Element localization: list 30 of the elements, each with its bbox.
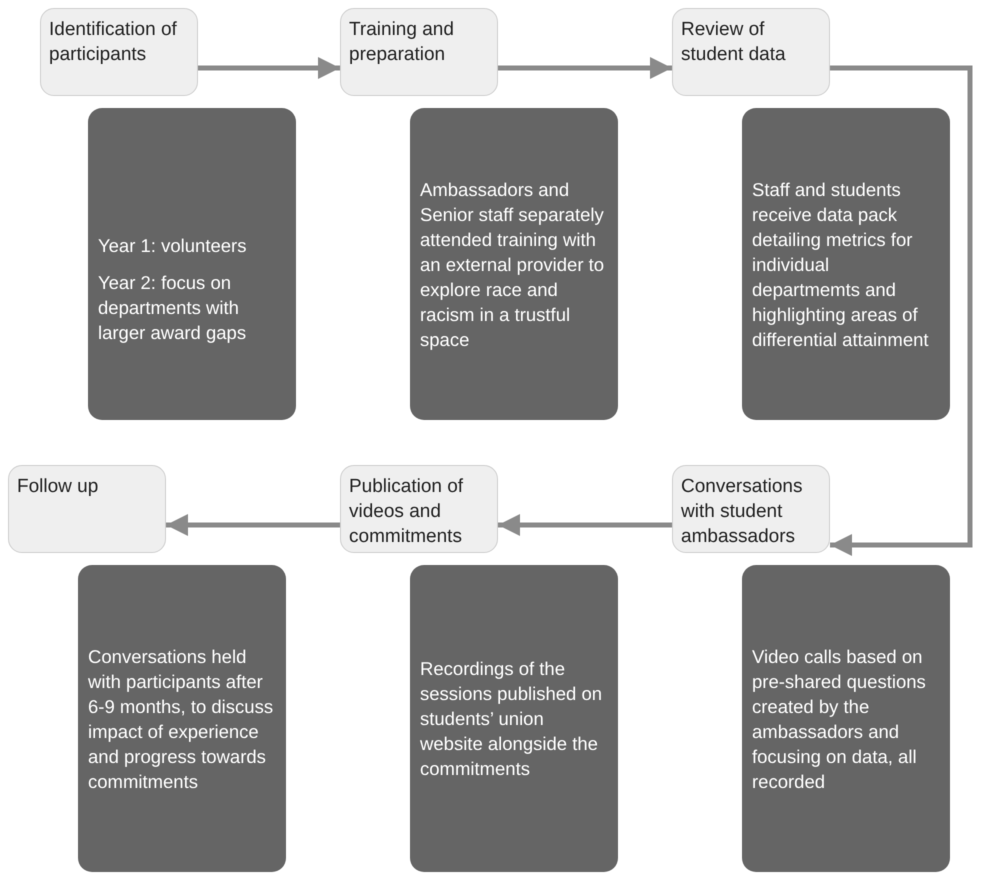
description-box [742,108,950,420]
arrow [498,514,672,536]
description-box [88,108,296,420]
description-text: Year 1: volunteers [98,234,248,258]
step-title: Identification of participants [49,18,178,67]
description-text: Video calls based on pre-shared questions created by the ambassadors and focusing on data, all recorded [752,644,927,794]
step-title: Publication of videos and commitments [349,475,464,549]
arrow [166,514,340,536]
step-box [8,465,166,553]
step-title: Review of student data [681,18,787,67]
step-box [40,8,198,96]
step-box [672,465,830,553]
arrow [830,66,972,556]
description-box [742,565,950,872]
description-box [78,565,286,872]
step-box [340,8,498,96]
step-box [340,465,498,553]
step-title: Training and preparation [349,18,455,67]
description-text: Staff and students receive data pack detailing metrics for individual departmemts and highlighting areas of differential attainment [752,178,930,352]
description-text: Conversations held with participants after 6-9 months, to discuss impact of experience and progress towards commitments [88,644,274,794]
step-box [672,8,830,96]
step-title: Follow up [17,475,100,499]
description-box [410,108,618,420]
arrow [198,57,340,79]
step-title: Conversations with student ambassadors [681,475,804,549]
arrow [498,57,672,79]
description-text: Ambassadors and Senior staff separately attended training with an external provider to explore race and racism in a trustful space [420,178,606,352]
description-text: Year 2: focus on departments with larger award gaps [98,271,248,345]
description-box [410,565,618,872]
description-text: Recordings of the sessions published on students’ union website alongside the commitments [420,657,604,781]
